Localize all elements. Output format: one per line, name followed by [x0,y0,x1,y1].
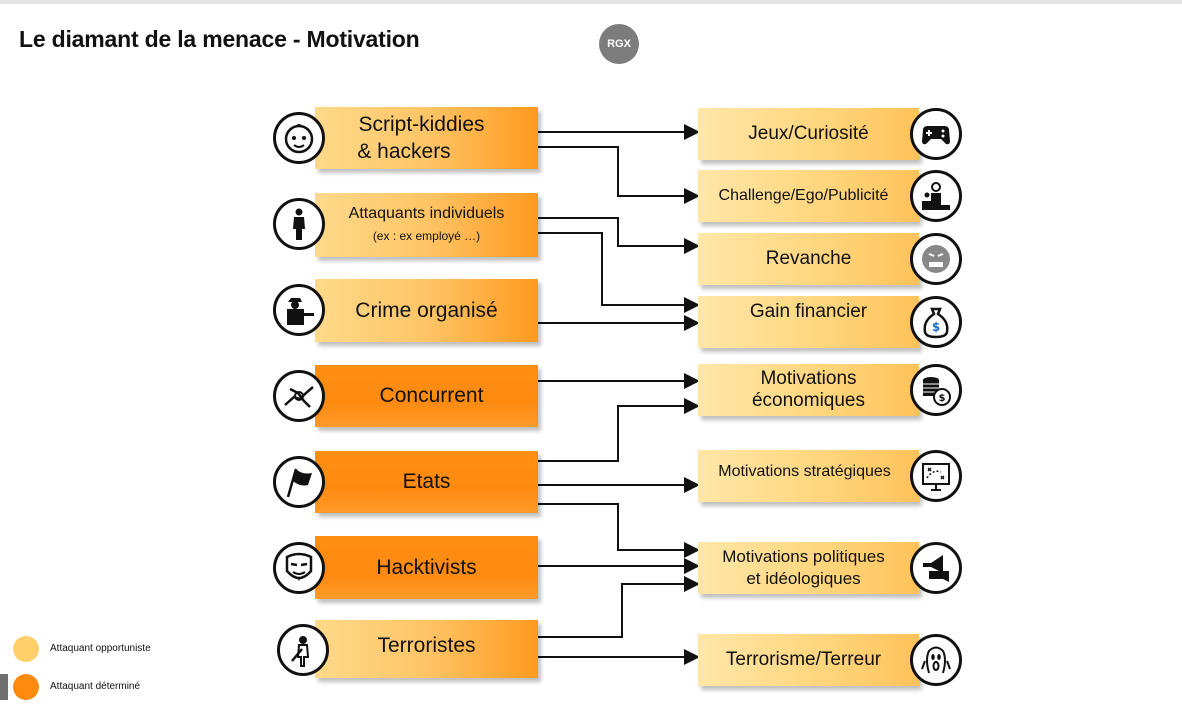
flag-icon [273,456,325,508]
anonymous-mask-icon [273,542,325,594]
attacker-terroristes: Terroristes [315,620,538,678]
attacker-label: Hacktivists [376,555,477,579]
attacker-label: Attaquants individuels [348,205,505,222]
attacker-label: & hackers [357,140,451,163]
motivation-label: Motivations [760,368,857,389]
motivation-label: économiques [751,390,866,411]
link-etats-politiques [538,503,700,558]
terrorist-icon [277,624,329,676]
attacker-label: Etats [402,470,451,493]
link-script-challenge [538,146,700,204]
motivation-jeux-curiosite: Jeux/Curiosité [698,108,919,160]
attacker-label: Concurrent [379,384,484,407]
link-individuels-gain [538,232,700,313]
motivation-label: Revanche [765,248,852,269]
motivation-gain-financier: Gain financier [698,296,919,348]
attacker-label: Terroristes [377,634,476,657]
gangster-icon [273,284,325,336]
attacker-label: Script-kiddies [358,113,485,136]
attacker-script-kiddies: Script-kiddies & hackers [315,107,538,169]
attacker-concurrent: Concurrent [315,365,538,427]
motivation-challenge-ego: Challenge/Ego/Publicité [698,170,919,222]
rgx-logo-badge: RGX [599,24,639,64]
attacker-crime-organise: Crime organisé [315,279,538,342]
motivation-label: Motivations stratégiques [718,463,891,480]
svg-text:$: $ [932,320,940,334]
money-bag-icon: $ [910,296,962,348]
motivation-label: Terrorisme/Terreur [725,649,882,670]
svg-text:$: $ [939,393,946,404]
attacker-label: Crime organisé [355,298,498,322]
sidebar-tab[interactable] [0,674,8,700]
legend-opportunistic-swatch [13,636,39,662]
motivation-strategiques: Motivations stratégiques [698,450,919,502]
link-terroristes-politiques [538,576,700,638]
gamepad-icon [910,108,962,160]
motivation-politiques: Motivations politiques et idéologiques [698,542,919,594]
motivation-label: et idéologiques [746,569,861,588]
handshake-icon [273,370,325,422]
motivation-terrorisme: Terrorisme/Terreur [698,634,919,686]
baby-face-icon [273,112,325,164]
link-etats-eco [538,398,700,462]
coins-icon: $ [910,364,962,416]
legend-determined-label: Attaquant déterminé [50,681,141,692]
legend-determined-swatch [13,674,39,700]
motivation-economiques: Motivations économiques [698,364,919,416]
motivation-label: Jeux/Curiosité [748,123,869,144]
megaphone-icon [910,542,962,594]
top-border [0,0,1182,4]
strategy-board-icon [910,450,962,502]
attacker-hacktivists: Hacktivists [315,536,538,599]
legend-opportunistic-label: Attaquant opportuniste [50,643,151,654]
man-silhouette-icon [273,198,325,250]
podium-icon [910,170,962,222]
motivation-label: Challenge/Ego/Publicité [718,187,889,204]
attacker-label: (ex : ex employé …) [372,229,481,243]
scream-face-icon [910,634,962,686]
motivation-revanche: Revanche [698,233,919,285]
motivation-label: Gain financier [749,301,868,322]
motivation-label: Motivations politiques [722,547,885,566]
link-individuels-revanche [538,217,700,254]
angry-face-icon [910,233,962,285]
attacker-individuels: Attaquants individuels (ex : ex employé … [315,193,538,257]
attacker-etats: Etats [315,451,538,513]
page-title: Le diamant de la menace - Motivation [19,26,420,52]
